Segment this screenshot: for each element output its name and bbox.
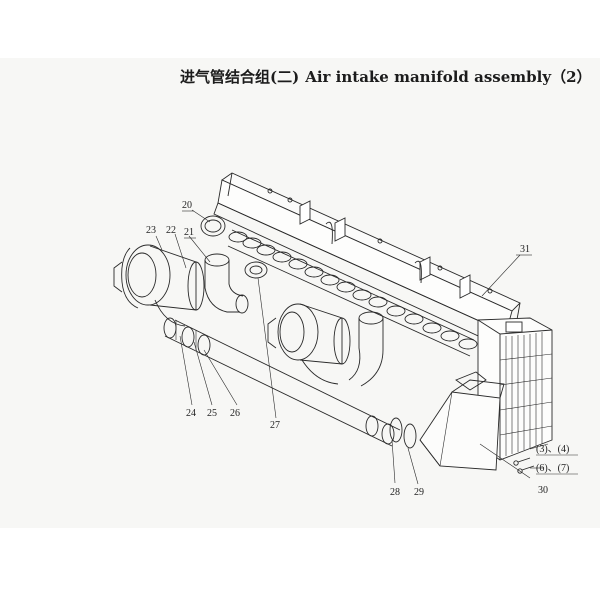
elbow-pipe-right [348,311,384,387]
diagram-title: 进气管结合组(二) Air intake manifold assembly（2） [180,66,592,87]
duct-transition-30 [419,371,505,471]
title-chinese: 进气管结合组(二) [180,68,300,86]
callout-23: 23 [146,225,156,236]
callout-labels: 20 21 22 23 24 25 26 27 28 29 30 31 (3)、… [146,200,569,498]
callout-6-7: (6)、(7) [536,463,569,474]
callout-20: 20 [182,200,192,211]
leader-lines [155,209,549,485]
callout-27: 27 [270,420,280,431]
elbow-pipe-left [204,253,249,314]
callout-28: 28 [390,487,400,498]
callout-21: 21 [184,227,194,238]
callout-29: 29 [414,487,424,498]
turbocharger-left [113,244,205,327]
callout-24: 24 [186,408,196,419]
manifold-runner-ports [227,229,478,357]
callout-31: 31 [520,244,530,255]
callout-3-4: (3)、(4) [536,444,569,455]
coupling-rings-28-29 [389,417,417,449]
flange-gasket-20 [200,215,226,237]
callout-25: 25 [207,408,217,419]
gasket-27 [244,261,268,279]
callout-22: 22 [166,225,176,236]
bolt-set [513,457,535,474]
label-underlines [182,210,578,475]
crossover-pipe [163,317,401,447]
turbocharger-right [267,303,351,385]
intake-manifold-body [213,172,521,347]
callout-30: 30 [538,485,548,496]
title-english: Air intake manifold assembly（2） [305,68,592,86]
callout-26: 26 [230,408,240,419]
